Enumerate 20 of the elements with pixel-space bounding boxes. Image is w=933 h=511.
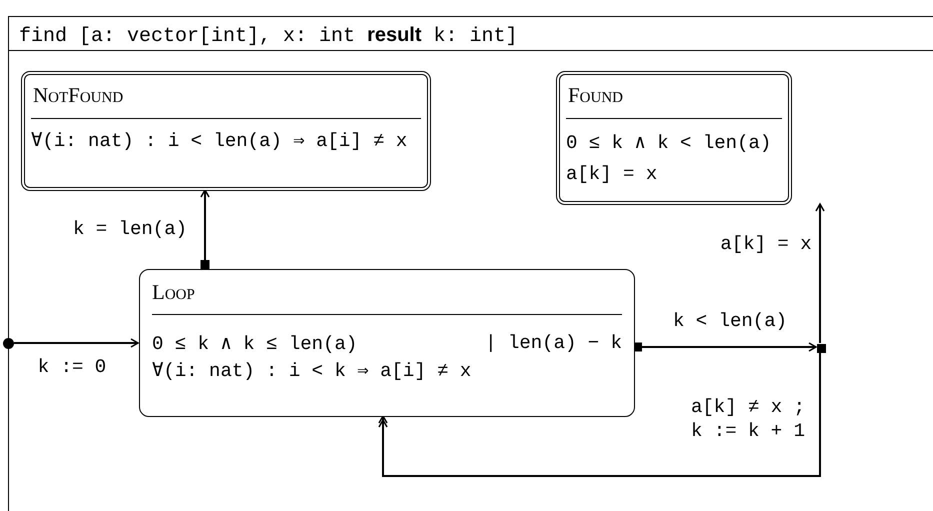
invariant-text: 0 ≤ k ∧ k < len(a) xyxy=(566,131,772,154)
transition-arrow xyxy=(200,189,210,269)
junction-square xyxy=(817,344,826,353)
variant-expression: | len(a) − k xyxy=(485,332,622,354)
state-title: Found xyxy=(568,83,624,108)
initial-dot xyxy=(3,338,14,349)
invariant-text: a[k] = x xyxy=(566,163,658,185)
state-box xyxy=(556,71,792,205)
signature-heading: find [a: vector[int], x: int result k: int] xyxy=(19,24,518,48)
invariant-text: ∀(i: nat) : i < k ⇒ a[i] ≠ x xyxy=(152,359,472,382)
transition-arrow xyxy=(14,338,139,348)
frame-box xyxy=(8,16,933,511)
invariant-text: 0 ≤ k ∧ k ≤ len(a) xyxy=(152,332,358,355)
invariant-text: ∀(i: nat) : i < len(a) ⇒ a[i] ≠ x xyxy=(31,129,408,152)
state-title: NotFound xyxy=(33,83,124,108)
transition-arrow xyxy=(633,342,817,352)
state-box xyxy=(139,269,635,417)
transition-arrow xyxy=(815,203,825,343)
state-title: Loop xyxy=(152,280,195,305)
state-box xyxy=(21,71,431,191)
